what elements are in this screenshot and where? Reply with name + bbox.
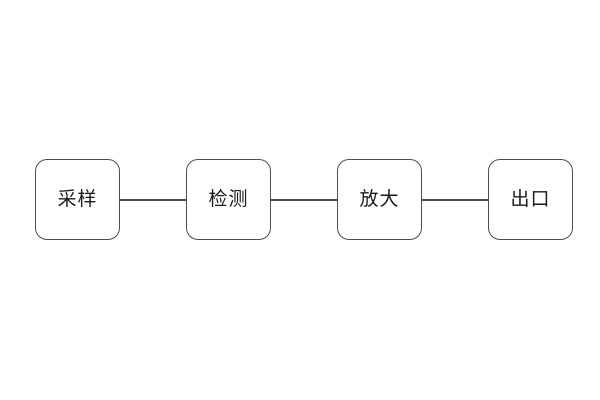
flow-node-label: 出口 (510, 189, 551, 210)
flow-node-outlet: 出口 (488, 159, 573, 240)
flow-node-amplification: 放大 (337, 159, 422, 240)
flow-node-sampling: 采样 (35, 159, 120, 240)
flow-node-label: 采样 (57, 189, 98, 210)
flow-row: 采样 检测 放大 出口 (35, 159, 573, 240)
connector-line (120, 198, 186, 201)
flow-node-label: 检测 (208, 189, 249, 210)
flow-node-label: 放大 (359, 189, 400, 210)
connector-line (422, 198, 488, 201)
flow-node-detection: 检测 (186, 159, 271, 240)
connector-line (271, 198, 337, 201)
